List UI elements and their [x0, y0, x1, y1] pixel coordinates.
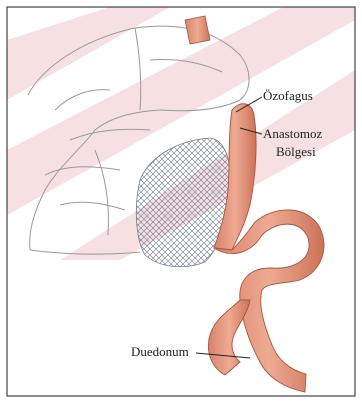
label-anastomoz: Anastomoz — [263, 127, 322, 141]
label-ozofagus: Özofagus — [263, 89, 313, 103]
esophagus-upper-stub — [185, 16, 210, 44]
duodenum-segment — [208, 300, 250, 375]
label-duedonum: Duedonum — [131, 345, 189, 359]
label-bolgesi: Bölgesi — [276, 145, 316, 159]
